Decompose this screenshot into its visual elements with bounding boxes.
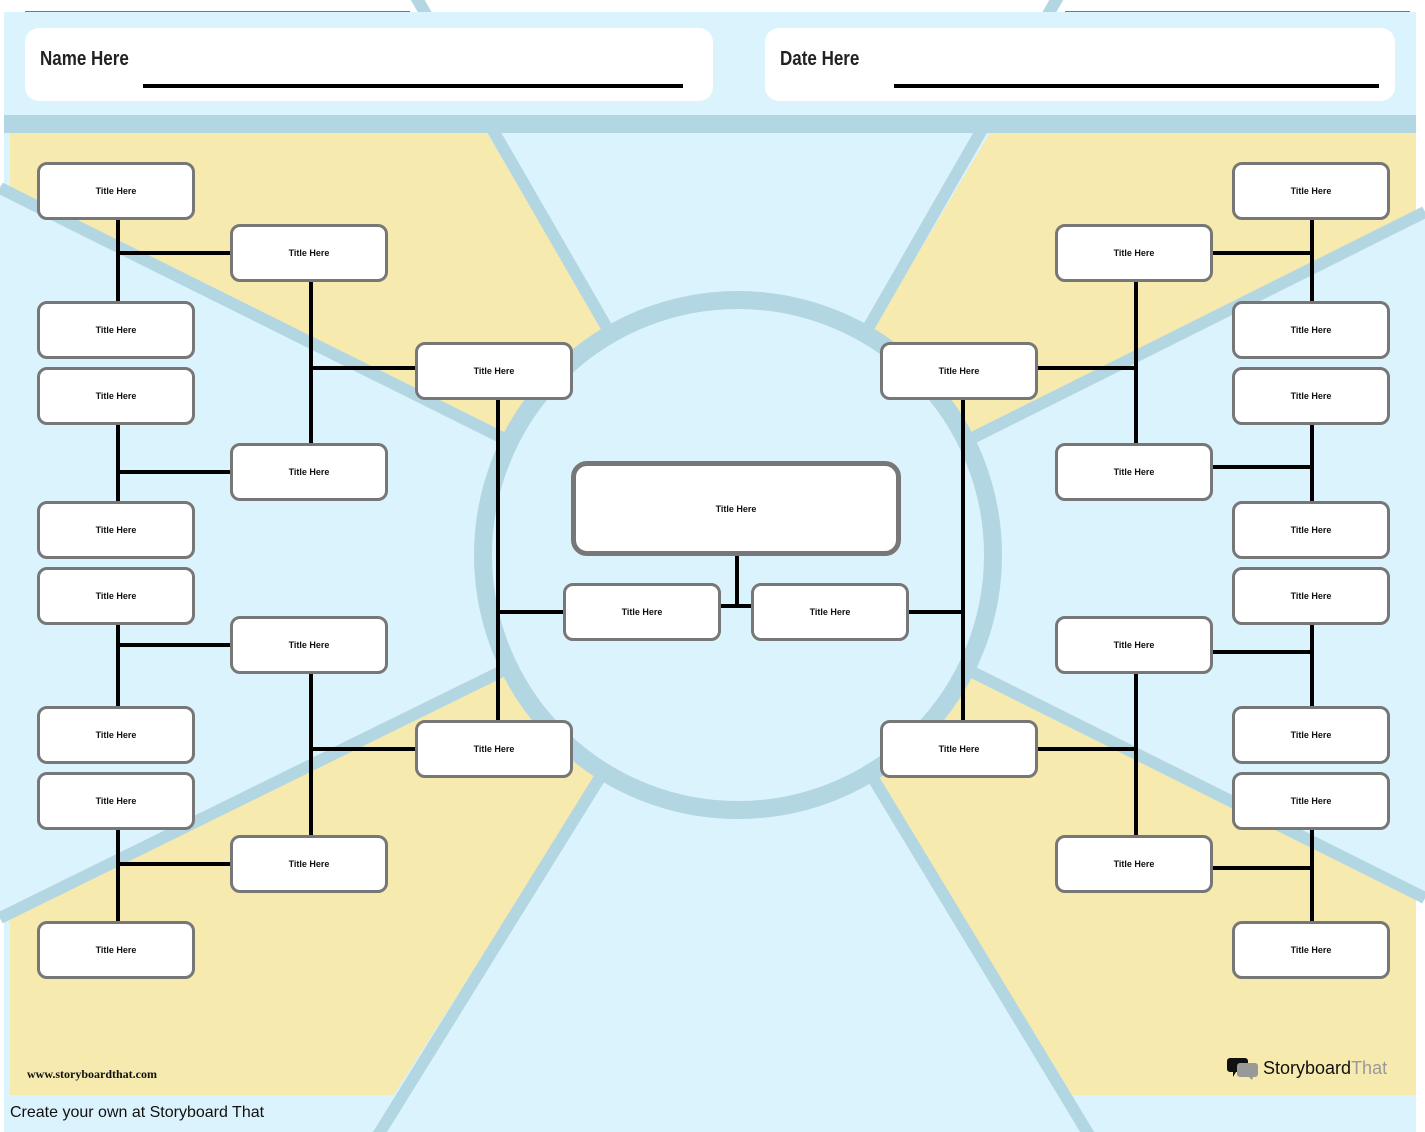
bracket-title-box[interactable]: Title Here [37,501,195,559]
bracket-title-box[interactable]: Title Here [415,342,573,400]
bracket-title-box[interactable]: Title Here [563,583,721,641]
bracket-title-box[interactable]: Title Here [37,367,195,425]
date-label: Date Here [780,48,860,70]
bracket-title-box[interactable]: Title Here [1055,224,1213,282]
bracket-title-box[interactable]: Title Here [37,921,195,979]
date-field[interactable]: Date Here [765,28,1395,101]
bracket-title-box[interactable]: Title Here [751,583,909,641]
bracket-title-box[interactable]: Title Here [1232,501,1390,559]
name-label: Name Here [40,48,129,70]
bracket-title-box[interactable]: Title Here [1232,706,1390,764]
bracket-title-box[interactable]: Title Here [1232,367,1390,425]
bracket-title-box[interactable]: Title Here [880,342,1038,400]
website-url: www.storyboardthat.com [27,1067,157,1081]
bracket-title-box[interactable]: Title Here [37,301,195,359]
bracket-title-box[interactable]: Title Here [415,720,573,778]
credit-text: Create your own at Storyboard That [10,1104,265,1121]
bracket-title-box[interactable]: Title Here [1055,835,1213,893]
center-title-box[interactable]: Title Here [571,461,901,556]
bracket-title-box[interactable]: Title Here [880,720,1038,778]
bracket-title-box[interactable]: Title Here [230,616,388,674]
bracket-title-box[interactable]: Title Here [1055,616,1213,674]
bracket-title-box[interactable]: Title Here [230,224,388,282]
speech-bubbles-icon [1227,1058,1258,1080]
logo-accent: That [1351,1057,1388,1078]
bracket-title-box[interactable]: Title Here [37,706,195,764]
bracket-title-box[interactable]: Title Here [37,567,195,625]
bracket-title-box[interactable]: Title Here [1232,772,1390,830]
bracket-title-box[interactable]: Title Here [1055,443,1213,501]
date-underline [894,84,1379,88]
bracket-title-box[interactable]: Title Here [1232,301,1390,359]
bracket-title-box[interactable]: Title Here [37,162,195,220]
bracket-title-box[interactable]: Title Here [1232,921,1390,979]
name-underline [143,84,683,88]
storyboardthat-logo: StoryboardThat [1227,1056,1387,1080]
bracket-title-box[interactable]: Title Here [230,835,388,893]
bracket-title-box[interactable]: Title Here [37,772,195,830]
name-field[interactable]: Name Here [25,28,713,101]
bracket-title-box[interactable]: Title Here [1232,567,1390,625]
bracket-title-box[interactable]: Title Here [230,443,388,501]
bracket-title-box[interactable]: Title Here [1232,162,1390,220]
logo-main: Storyboard [1263,1057,1352,1078]
